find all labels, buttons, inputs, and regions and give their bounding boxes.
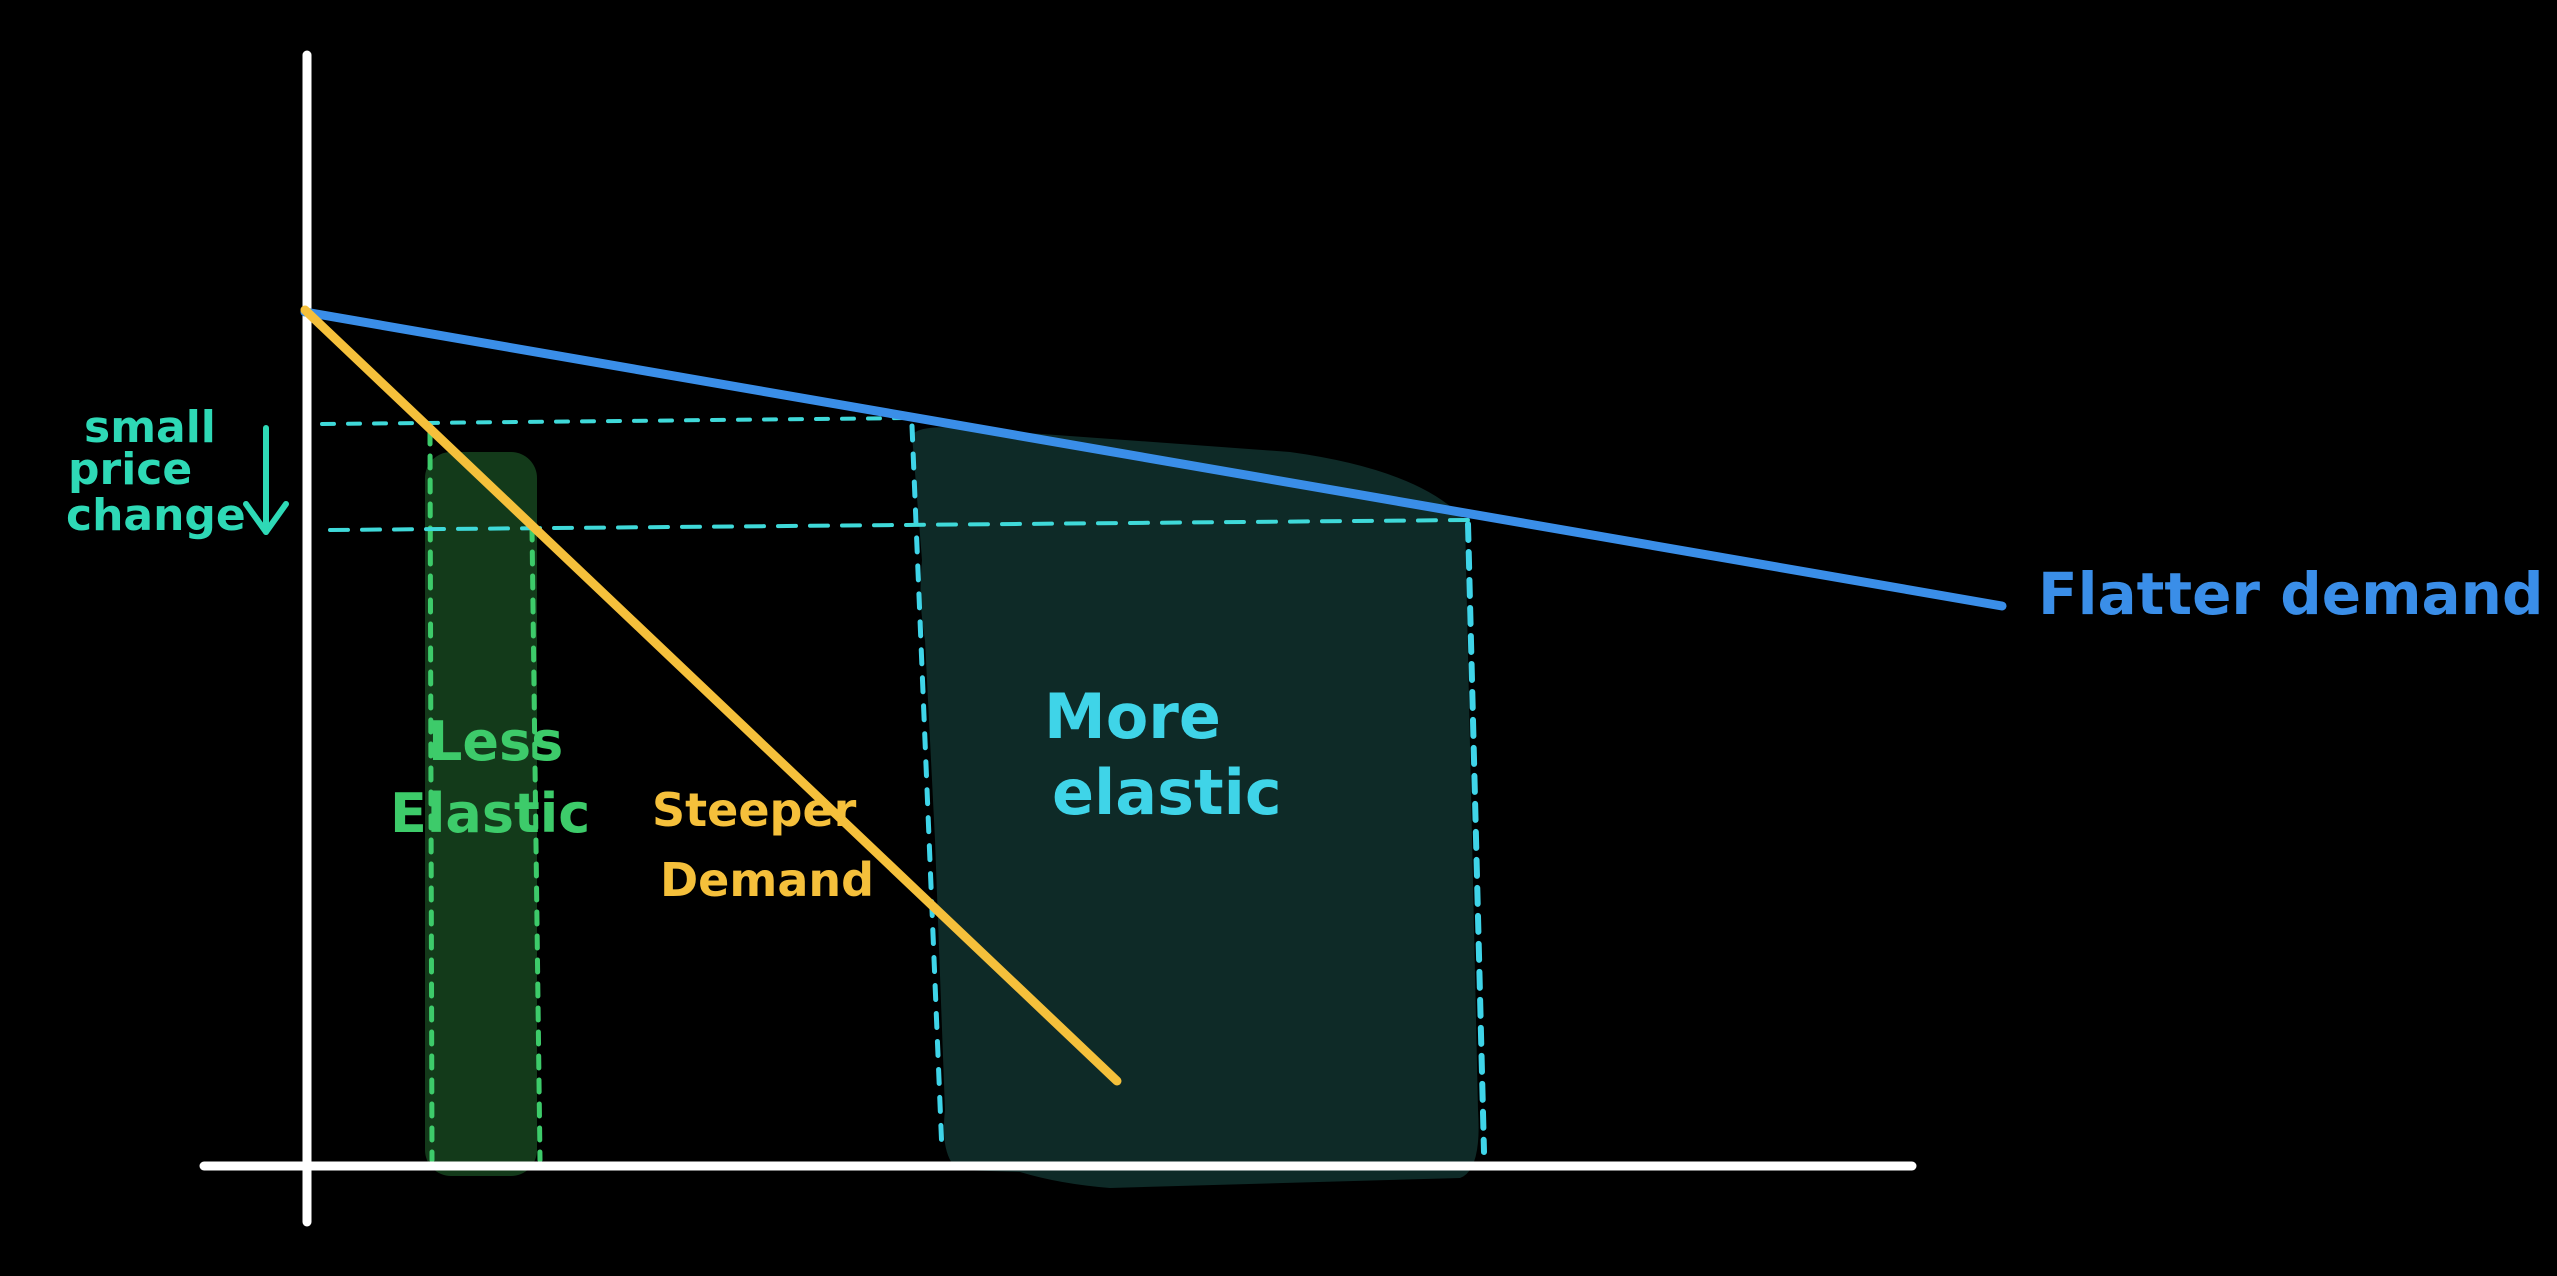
small-price-change-line-3: change [66, 490, 246, 541]
more-elastic-line-2: elastic [1052, 756, 1282, 829]
flatter-demand-label: Flatter demand [2038, 560, 2543, 628]
steeper-demand-line [300, 305, 1122, 1086]
more-elastic-right-boundary [1465, 521, 1487, 1155]
flatter-demand-line [300, 307, 2007, 611]
steeper-demand-label: Steeper Demand [652, 783, 874, 907]
more-elastic-left-boundary [909, 423, 945, 1155]
less-elastic-line-1: Less [428, 710, 563, 773]
less-elastic-left-boundary [427, 429, 435, 1163]
less-elastic-right-boundary [529, 525, 543, 1163]
less-elastic-region [425, 452, 537, 1176]
more-elastic-line-1: More [1044, 680, 1221, 753]
less-elastic-line-2: Elastic [390, 782, 590, 845]
steeper-demand-line-1: Steeper [652, 783, 857, 837]
small-price-change-label: small price change [66, 402, 246, 541]
steeper-demand-line-2: Demand [660, 853, 874, 907]
down-arrow-icon [243, 425, 289, 535]
upper-price-guide [320, 416, 914, 426]
more-elastic-label: More elastic [1044, 680, 1282, 829]
more-elastic-region [912, 427, 1479, 1188]
less-elastic-label: Less Elastic [390, 710, 590, 845]
small-price-change-line-2: price [68, 444, 192, 495]
